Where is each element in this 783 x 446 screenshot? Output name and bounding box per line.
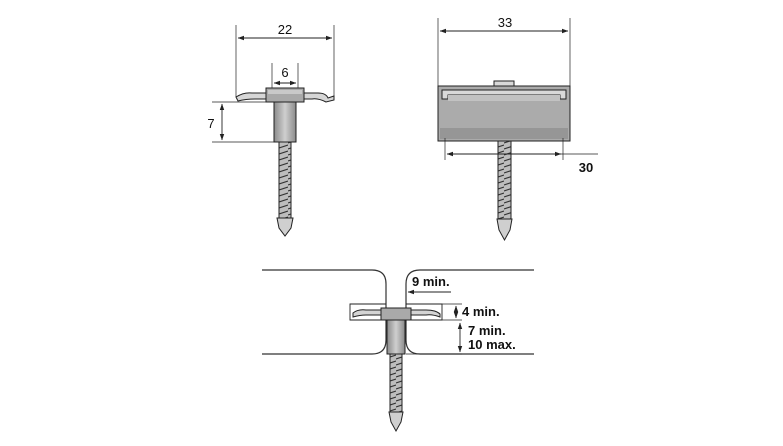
dim-22-label: 22	[278, 22, 292, 37]
screw-shank	[386, 319, 406, 355]
screw-thread	[389, 353, 403, 413]
dim-7-label: 7	[207, 116, 214, 131]
installed-view: 9 min. 4 min. 7 min. 10 max.	[262, 269, 534, 433]
dim-6-label: 6	[281, 65, 288, 80]
left-groove	[349, 303, 386, 321]
drill-tip	[276, 217, 294, 237]
dim-33-label: 33	[498, 15, 512, 30]
right-groove	[406, 303, 443, 321]
screw-shank	[273, 101, 297, 143]
depth-min-label: 7 min.	[468, 323, 506, 338]
screw-thread	[497, 140, 512, 220]
depth-max-label: 10 max.	[468, 337, 516, 352]
side-view: 22 6 7	[207, 22, 335, 237]
screw-thread	[278, 141, 292, 219]
clip-4-label: 4 min.	[462, 304, 500, 319]
screw-head	[380, 307, 412, 321]
drill-tip	[496, 218, 513, 242]
drill-tip	[388, 411, 404, 433]
dim-30-label: 30	[579, 160, 593, 175]
gap-9-label: 9 min.	[412, 274, 450, 289]
front-view: 33 30	[437, 15, 598, 242]
